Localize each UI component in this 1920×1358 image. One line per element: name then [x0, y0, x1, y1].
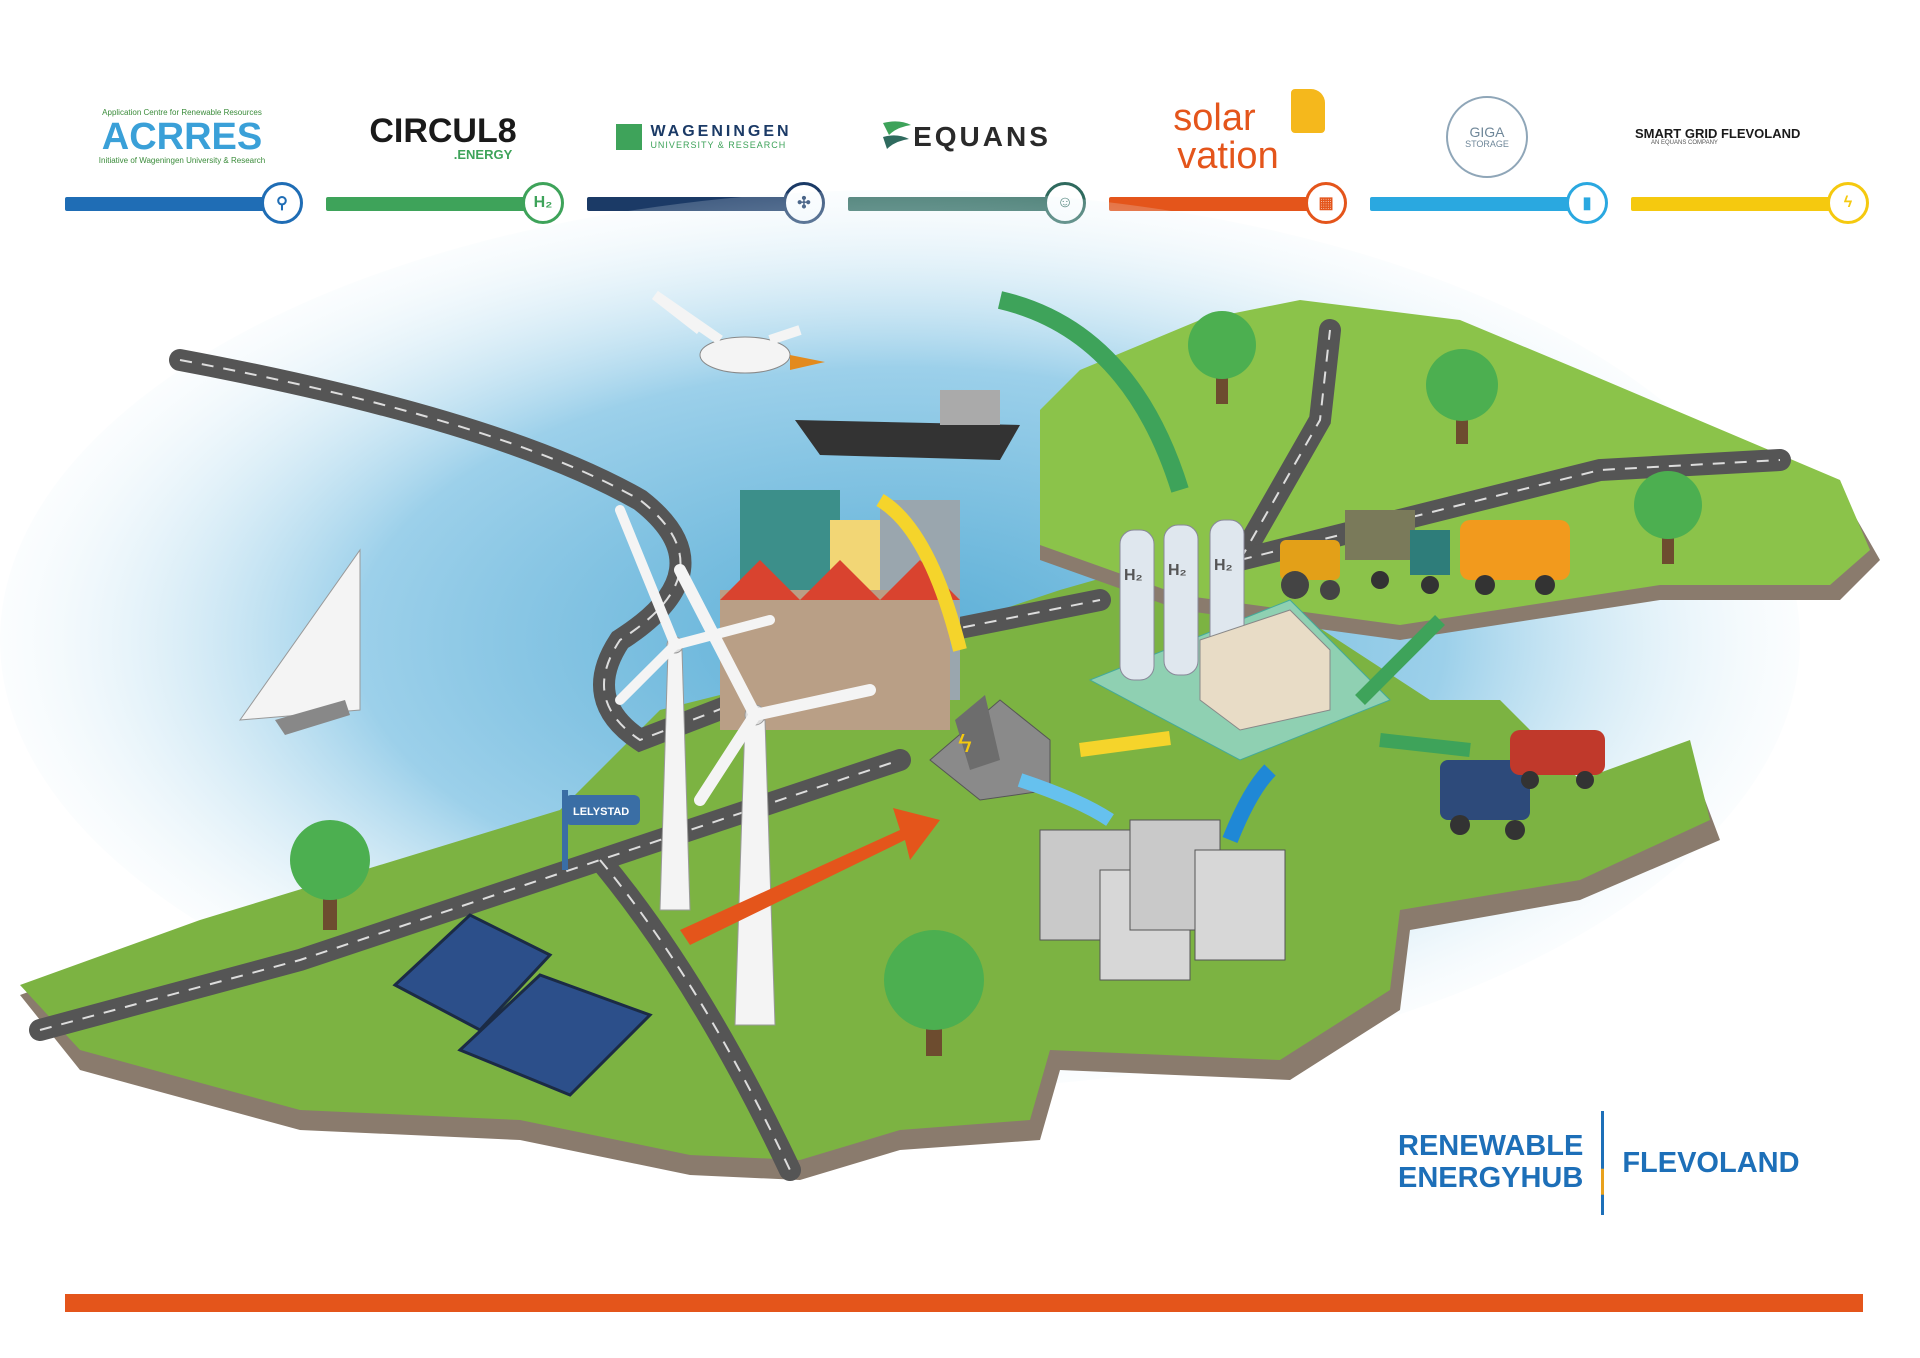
equans-logo-text: EQUANS — [913, 121, 1051, 152]
lelystad-sign-text: LELYSTAD — [573, 806, 629, 818]
smartgrid-bar — [1631, 197, 1831, 211]
acrres-logo-text: ACRRES — [101, 116, 263, 158]
hydrogen-plant: H₂ H₂ H₂ — [1088, 519, 1391, 761]
tree-icon — [290, 820, 370, 930]
seagull — [651, 290, 825, 374]
substation: ϟ — [929, 695, 1051, 801]
tank-h2-label: H₂ — [1124, 567, 1143, 584]
tree-icon — [1634, 471, 1702, 564]
battery-containers — [1039, 819, 1286, 981]
circul8-bar — [326, 197, 526, 211]
arrow-yellow-city — [876, 494, 967, 652]
partner-acrres: Application Centre for Renewable Resourc… — [65, 92, 303, 224]
lightning-icon: ϟ — [958, 728, 972, 758]
hub-region: FLEVOLAND — [1622, 1146, 1800, 1179]
bus-icon — [1460, 520, 1570, 595]
wageningen-logo-text: WAGENINGEN — [650, 122, 792, 140]
circul8-logo-text: CIRCUL8 — [369, 111, 517, 150]
arrow-orange — [680, 808, 940, 945]
wind-turbines — [615, 505, 876, 1026]
partner-solarvation: solar vation ▦ — [1109, 89, 1347, 224]
gigastorage-logo-circle: GIGA STORAGE — [1446, 96, 1528, 178]
solarvation-sun-icon — [1291, 89, 1326, 133]
tree-icon — [1426, 349, 1498, 444]
sailboat — [238, 548, 361, 735]
cargo-ship — [795, 390, 1020, 460]
solarvation-logo-text-2: vation — [1177, 135, 1279, 177]
gigastorage-bar — [1370, 197, 1570, 211]
solar-panels — [392, 913, 653, 1097]
tree-icon — [1188, 311, 1256, 404]
arrow-light-blue — [1017, 773, 1114, 826]
acrres-subtitle: Initiative of Wageningen University & Re… — [98, 156, 266, 165]
smartgrid-subtitle: AN EQUANS COMPANY — [1651, 139, 1718, 146]
circul8-subtitle: .ENERGY — [453, 146, 513, 162]
trees — [290, 311, 1702, 1056]
vehicles — [1280, 510, 1605, 840]
partner-gigastorage: GIGA STORAGE ▮ — [1370, 92, 1608, 224]
lightning-icon: ϟ — [1827, 182, 1869, 224]
truck-icon — [1345, 510, 1450, 594]
renewable-energyhub-logo: RENEWABLE ENERGYHUB FLEVOLAND — [1398, 1108, 1818, 1218]
arrow-yellow — [1079, 731, 1171, 757]
arrow-blue — [1222, 764, 1276, 843]
partner-smartgrid: SMART GRID FLEVOLAND AN EQUANS COMPANY ϟ — [1631, 92, 1869, 224]
equans-leaf-icon — [883, 121, 912, 149]
hub-line1: RENEWABLE — [1398, 1130, 1584, 1163]
tank-h2-label: H₂ — [1214, 557, 1233, 574]
car-icon — [1510, 730, 1605, 789]
tank-h2-label: H₂ — [1168, 562, 1187, 579]
gigastorage-subtitle: STORAGE — [1465, 138, 1509, 149]
wageningen-emblem-icon — [616, 123, 643, 150]
partner-circul8: CIRCUL8 .ENERGY H₂ — [326, 92, 564, 224]
solar-panel-icon: ▦ — [1305, 182, 1347, 224]
wind-turbine-icon — [615, 505, 775, 911]
gigastorage-logo-text: GIGA — [1469, 123, 1505, 140]
wageningen-subtitle: UNIVERSITY & RESEARCH — [650, 139, 787, 150]
arrow-green-cars — [1379, 733, 1471, 757]
solarvation-bar — [1109, 197, 1309, 211]
lelystad-sign: LELYSTAD — [562, 790, 640, 870]
hub-line2: ENERGYHUB — [1398, 1162, 1584, 1194]
footer-bar — [65, 1294, 1863, 1312]
hydrogen-icon: H₂ — [522, 182, 564, 224]
tree-icon — [884, 930, 984, 1056]
solarvation-logo-text: solar — [1173, 97, 1256, 139]
van-icon — [1440, 760, 1530, 840]
battery-icon: ▮ — [1566, 182, 1608, 224]
acrres-tagline: Application Centre for Renewable Resourc… — [102, 108, 262, 118]
hub-divider — [1601, 1111, 1605, 1215]
arrow-green-trucks — [1355, 615, 1445, 705]
acrres-bar — [65, 197, 265, 211]
magnifier-icon: ⚲ — [261, 182, 303, 224]
wind-turbine-icon — [674, 564, 876, 1026]
smartgrid-logo-text: SMART GRID FLEVOLAND — [1635, 125, 1801, 141]
arrow-green-top — [997, 291, 1189, 493]
energy-flow-arrows — [680, 291, 1471, 945]
tractor-icon — [1280, 540, 1340, 600]
